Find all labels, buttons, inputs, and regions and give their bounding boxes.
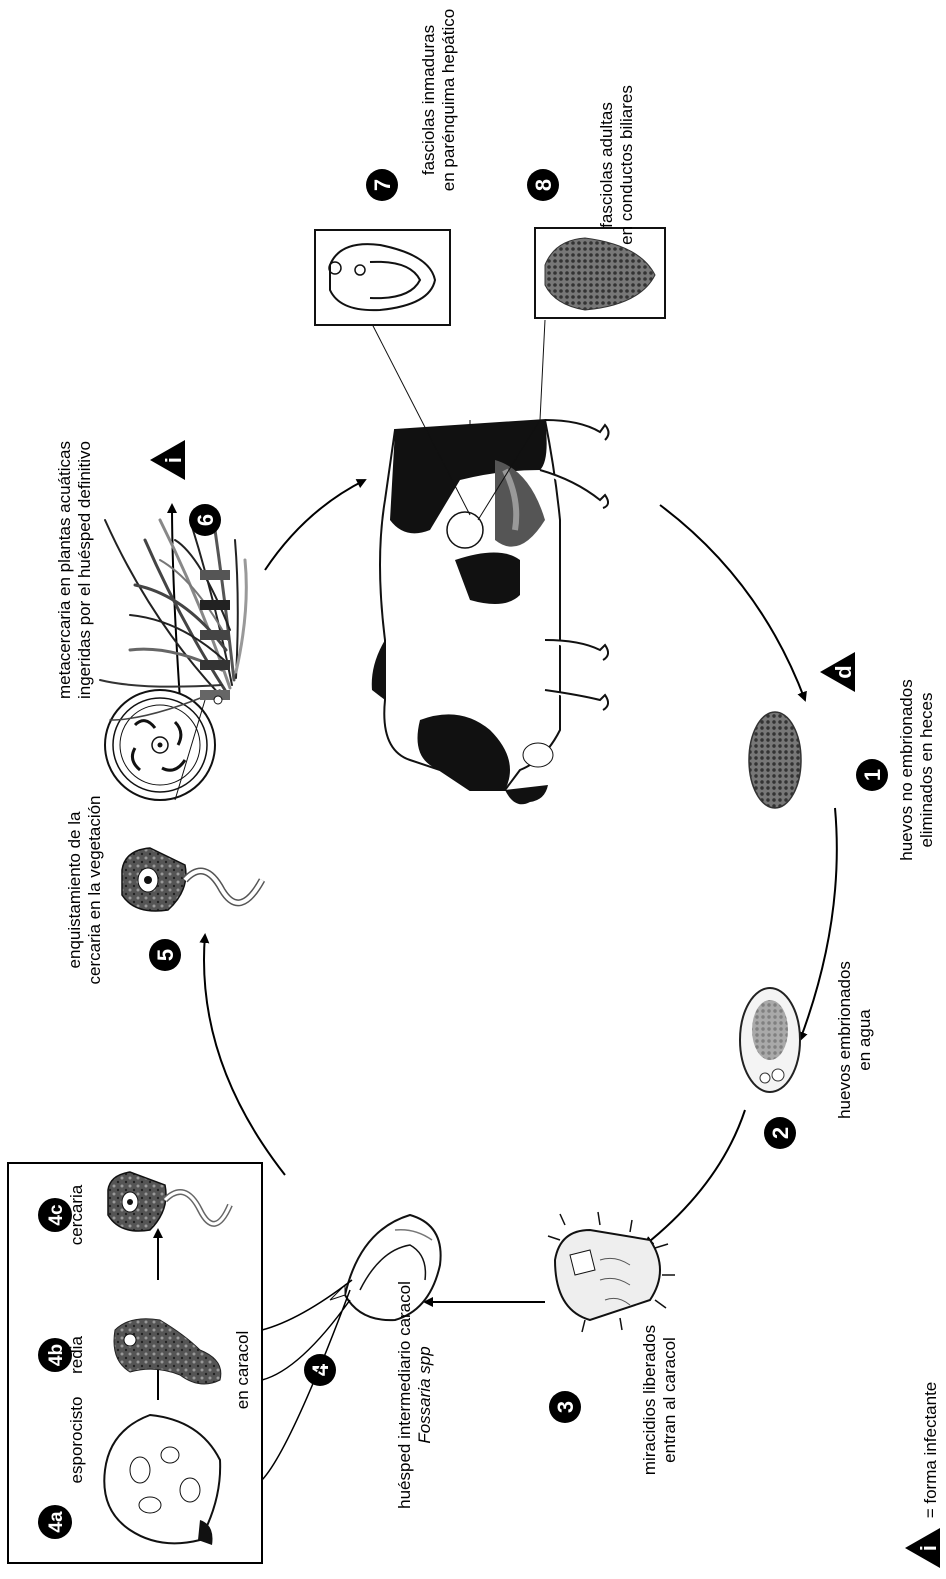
number-badge-text: 1 — [860, 769, 885, 781]
stage-6-label-line2: ingeridas por el huésped definitivo — [75, 441, 94, 699]
stage-6-label-line1: metacercaria en plantas acuáticas — [55, 441, 74, 699]
intra-snail-box: en caracol 4a esporocisto 4b redia 4c ce… — [8, 1163, 262, 1563]
legend: i = forma infectante — [905, 1382, 941, 1568]
stage-2-label-line2: en agua — [855, 1009, 874, 1071]
stage-6-metacercaria: i 6 metacercaria en plantas acuáticas in… — [55, 440, 246, 800]
stage-4-label-line2: Fossaria spp — [415, 1346, 434, 1443]
miracidium-icon — [555, 1230, 660, 1320]
stage-7-immature-fluke: 7 fasciolas inmaduras en parénquima hepá… — [315, 9, 458, 325]
cercaria-label: cercaria — [67, 1184, 86, 1245]
stage-1-label-line1: huevos no embrionados — [897, 679, 916, 860]
redia-label: redia — [67, 1336, 86, 1374]
svg-text:6: 6 — [193, 514, 218, 526]
stage-3-label-line1: miracidios liberados — [640, 1325, 659, 1475]
sporocyst-label: esporocisto — [67, 1397, 86, 1484]
stage-5-label-line1: enquistamiento de la — [65, 811, 84, 968]
definitive-host-cow-icon — [370, 320, 609, 804]
svg-text:7: 7 — [370, 179, 395, 191]
aquatic-plants-icon — [100, 520, 246, 720]
stage-2-embryonated-egg: 2 huevos embrionados en agua — [740, 961, 874, 1149]
svg-text:2: 2 — [768, 1127, 793, 1139]
arrow-embryonated-to-miracidium — [645, 1110, 745, 1245]
arrow-plants-to-host — [265, 480, 365, 570]
svg-text:4b: 4b — [46, 1344, 67, 1366]
svg-text:8: 8 — [531, 179, 556, 191]
stage-8-label-line2: en conductos biliares — [617, 85, 636, 245]
stage-5-label-line2: cercaria en la vegetación — [85, 795, 104, 984]
stage-8-label-line1: fasciolas adultas — [597, 102, 616, 228]
liver-highlight — [447, 512, 483, 548]
cercaria-icon — [122, 848, 262, 911]
stage-7-label-line2: en parénquima hepático — [439, 9, 458, 191]
stage-1-egg: 1 huevos no embrionados eliminados en he… — [749, 652, 936, 861]
arrow-snail-to-cercaria — [204, 935, 285, 1175]
stage-8-adult-fluke: 8 fasciolas adultas en conductos biliare… — [527, 85, 665, 318]
svg-text:4a: 4a — [46, 1511, 67, 1533]
stage-1-label-line2: eliminados en heces — [917, 693, 936, 848]
svg-text:4c: 4c — [46, 1204, 67, 1226]
stage-3-label-line2: entran al caracol — [660, 1337, 679, 1463]
arrow-host-to-egg — [660, 505, 805, 700]
stage-3-miracidium: 3 miracidios liberados entran al caracol — [548, 1212, 679, 1475]
stage-5-cercaria: 5 enquistamiento de la cercaria en la ve… — [65, 795, 262, 984]
svg-text:i: i — [916, 1545, 941, 1551]
diagnostic-marker-text: d — [831, 665, 856, 678]
unembryonated-egg-icon — [749, 712, 801, 808]
infective-marker-text: i — [161, 457, 186, 463]
metacercaria-cyst-icon — [105, 690, 215, 800]
svg-text:5: 5 — [153, 949, 178, 961]
stage-7-label-line1: fasciolas inmaduras — [419, 25, 438, 175]
arrow-egg-to-embryonated — [800, 808, 837, 1040]
in-snail-label: en caracol — [233, 1331, 252, 1409]
stage-4-label-line1: huésped intermediario caracol — [395, 1281, 414, 1509]
stage-2-label-line1: huevos embrionados — [835, 961, 854, 1119]
svg-text:3: 3 — [553, 1401, 578, 1413]
stage-4-snail: 4 huésped intermediario caracol Fossaria… — [262, 1215, 441, 1509]
legend-text: = forma infectante — [921, 1382, 940, 1519]
